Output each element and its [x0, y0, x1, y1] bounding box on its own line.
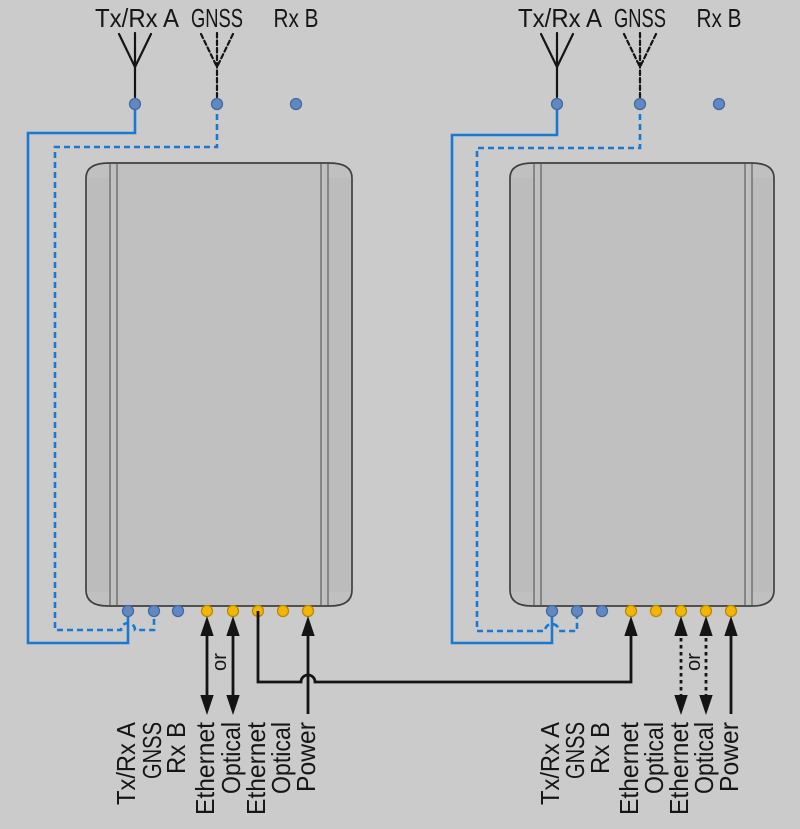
antenna-label: Rx B — [274, 3, 319, 33]
txrx-a-antenna-icon — [539, 31, 575, 99]
rf-antenna-dot — [289, 97, 303, 111]
or-label: or — [683, 653, 705, 671]
antenna-label: Tx/Rx A — [95, 3, 180, 33]
port-label: Power — [291, 722, 321, 792]
power-cable — [301, 616, 315, 714]
radio-unit-1-right-panel — [329, 178, 351, 592]
rf-port-dot — [147, 604, 161, 618]
power-cable — [724, 616, 738, 714]
rf-antenna-dot — [128, 97, 142, 111]
port-label: Tx/Rx A — [111, 721, 141, 805]
data-port-dot — [674, 604, 688, 618]
port-label: Rx B — [585, 722, 615, 774]
radio-unit-1-left-panel — [88, 178, 110, 592]
data-port-dot — [624, 604, 638, 618]
txrx-a-antenna-icon — [117, 31, 153, 99]
data-port-dot — [301, 604, 315, 618]
rf-port-dot — [545, 604, 559, 618]
rf-antenna-dot — [550, 97, 564, 111]
ethernet-or-optical-arrows — [200, 616, 240, 715]
rf-port-dot — [171, 604, 185, 618]
ethernet-or-optical-arrows-dashed — [674, 616, 713, 715]
port-label: Optical — [689, 722, 719, 794]
port-label: GNSS — [560, 722, 590, 779]
daisy-chain-cable — [256, 611, 638, 684]
antenna-label: Rx B — [697, 3, 742, 33]
gnss-antenna-icon — [622, 31, 658, 99]
txrx-a-cable — [26, 104, 137, 645]
port-label: Ethernet — [190, 721, 220, 815]
rf-port-dot — [570, 604, 584, 618]
antenna-label: Tx/Rx A — [518, 3, 603, 33]
port-label: Optical — [266, 722, 296, 794]
data-port-dot — [699, 604, 713, 618]
data-port-dot — [276, 604, 290, 618]
data-port-dot — [724, 604, 738, 618]
radio-unit-2-left-panel — [512, 178, 534, 592]
port-label: Tx/Rx A — [535, 721, 565, 805]
port-label: Rx B — [161, 722, 191, 774]
rf-antenna-dot — [633, 97, 647, 111]
port-label: Ethernet — [664, 721, 694, 815]
radio-unit-1: Tx/Rx A GNSS Rx B or Tx/Rx A GNSS Rx — [26, 3, 353, 815]
port-label: Optical — [639, 722, 669, 794]
txrx-a-cable — [450, 104, 559, 645]
radio-unit-2-body — [509, 162, 775, 607]
rf-antenna-dot — [712, 97, 726, 111]
radio-unit-2: Tx/Rx A GNSS Rx B or Tx/Rx A GNSS Rx B E… — [450, 3, 775, 815]
gnss-cable — [53, 104, 219, 632]
port-label: Ethernet — [241, 721, 271, 815]
port-label: Optical — [216, 722, 246, 794]
data-port-dot — [649, 604, 663, 618]
data-port-dot — [200, 604, 214, 618]
gnss-cable — [475, 104, 642, 633]
radio-unit-1-body — [85, 162, 353, 607]
antenna-label: GNSS — [191, 3, 243, 33]
rf-antenna-dot — [210, 97, 224, 111]
port-label: GNSS — [137, 722, 167, 779]
radio-unit-2-right-panel — [752, 178, 772, 592]
rf-port-dot — [121, 604, 135, 618]
antenna-label: GNSS — [614, 3, 666, 33]
rf-port-dot — [595, 604, 609, 618]
gnss-antenna-icon — [199, 31, 235, 99]
port-label: Power — [714, 722, 744, 792]
or-label: or — [209, 653, 231, 671]
port-label: Ethernet — [614, 721, 644, 815]
data-port-dot — [226, 604, 240, 618]
